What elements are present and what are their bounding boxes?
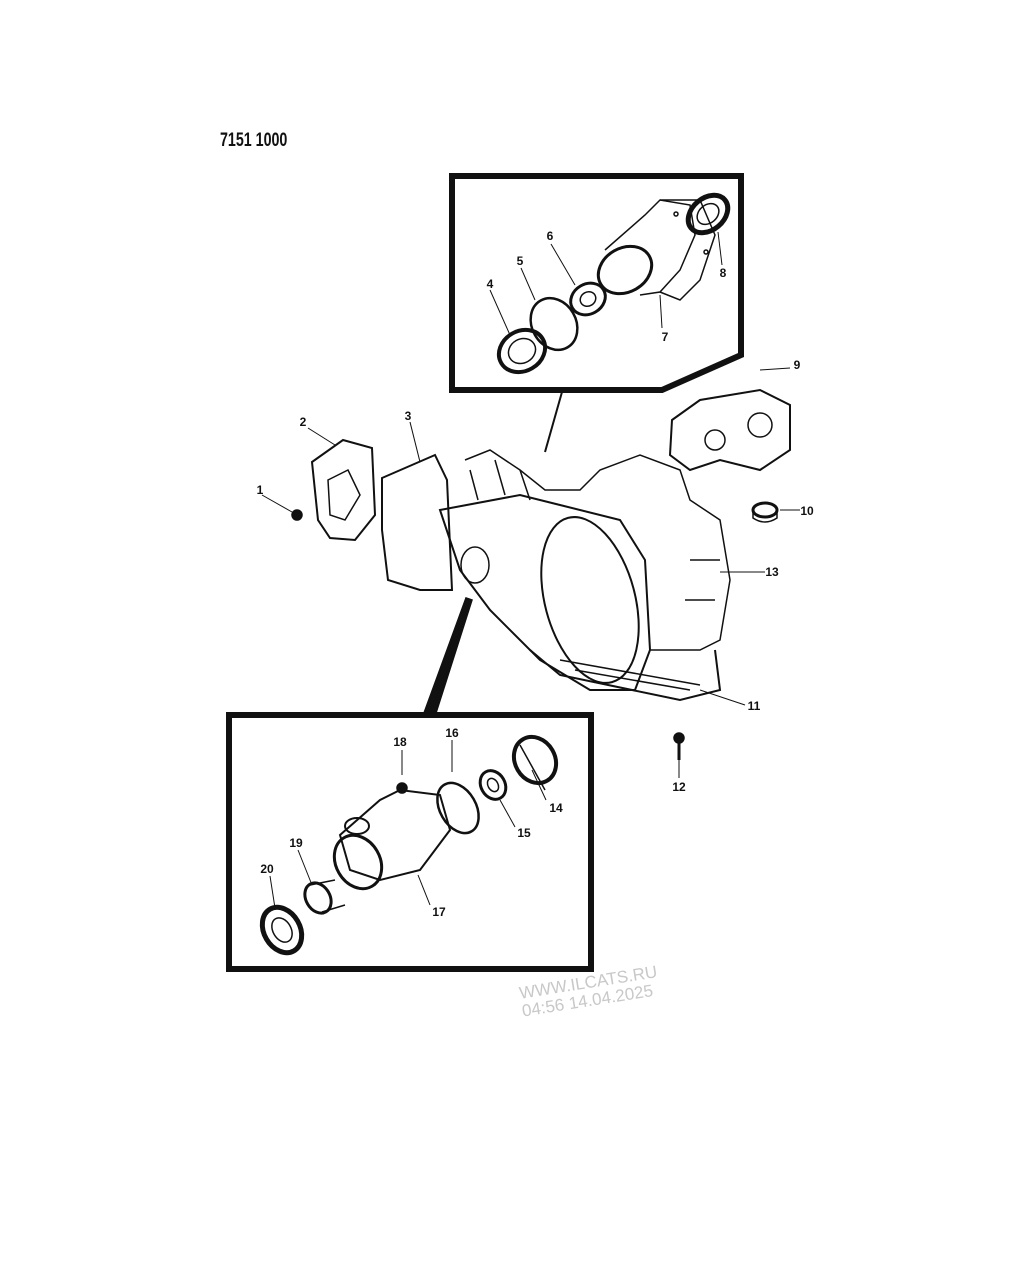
callout-13: 13 (765, 565, 779, 579)
seal-part-8 (685, 192, 731, 236)
washer-part-15 (478, 769, 508, 801)
transaxle-case (438, 449, 731, 702)
nut-part-1 (291, 509, 303, 521)
callout-10: 10 (800, 504, 814, 518)
callout-7: 7 (662, 330, 669, 344)
callout-1: 1 (257, 483, 264, 497)
callout-14: 14 (549, 801, 563, 815)
gasket-part-3 (381, 453, 454, 591)
callout-6: 6 (547, 229, 554, 243)
seal-part-20 (259, 904, 305, 956)
gasket-part-2 (310, 438, 377, 542)
bolt-part-12 (673, 732, 685, 760)
bushing-part-19 (303, 879, 346, 915)
callout-5: 5 (517, 254, 524, 268)
callout-8: 8 (720, 266, 727, 280)
callout-12: 12 (672, 780, 686, 794)
cover-part-9 (668, 388, 791, 472)
detail-box-top (449, 173, 744, 393)
seal-part-4 (496, 327, 548, 375)
seal-part-14 (511, 734, 559, 791)
breather-part-18 (396, 782, 408, 794)
callout-15: 15 (517, 826, 531, 840)
washer-part-6 (569, 281, 607, 317)
detail-pointer-top (544, 391, 563, 453)
callout-19: 19 (289, 836, 303, 850)
callout-2: 2 (300, 415, 307, 429)
leader-lines (261, 231, 800, 909)
detail-pointer-bottom (422, 597, 473, 714)
callout-18: 18 (393, 735, 407, 749)
callout-4: 4 (487, 277, 494, 291)
o-ring-part-5 (529, 296, 579, 352)
callout-17: 17 (432, 905, 446, 919)
callout-11: 11 (748, 699, 761, 713)
extension-housing-part-17 (332, 788, 452, 891)
detail-box-bottom (226, 712, 594, 972)
o-ring-part-16 (436, 781, 480, 835)
plug-part-10 (751, 501, 779, 523)
callout-9: 9 (794, 358, 801, 372)
callout-20: 20 (260, 862, 274, 876)
housing-part-7 (596, 199, 716, 301)
callout-3: 3 (405, 409, 412, 423)
callout-16: 16 (445, 726, 459, 740)
diagram-code: 7151 1000 (220, 130, 288, 151)
